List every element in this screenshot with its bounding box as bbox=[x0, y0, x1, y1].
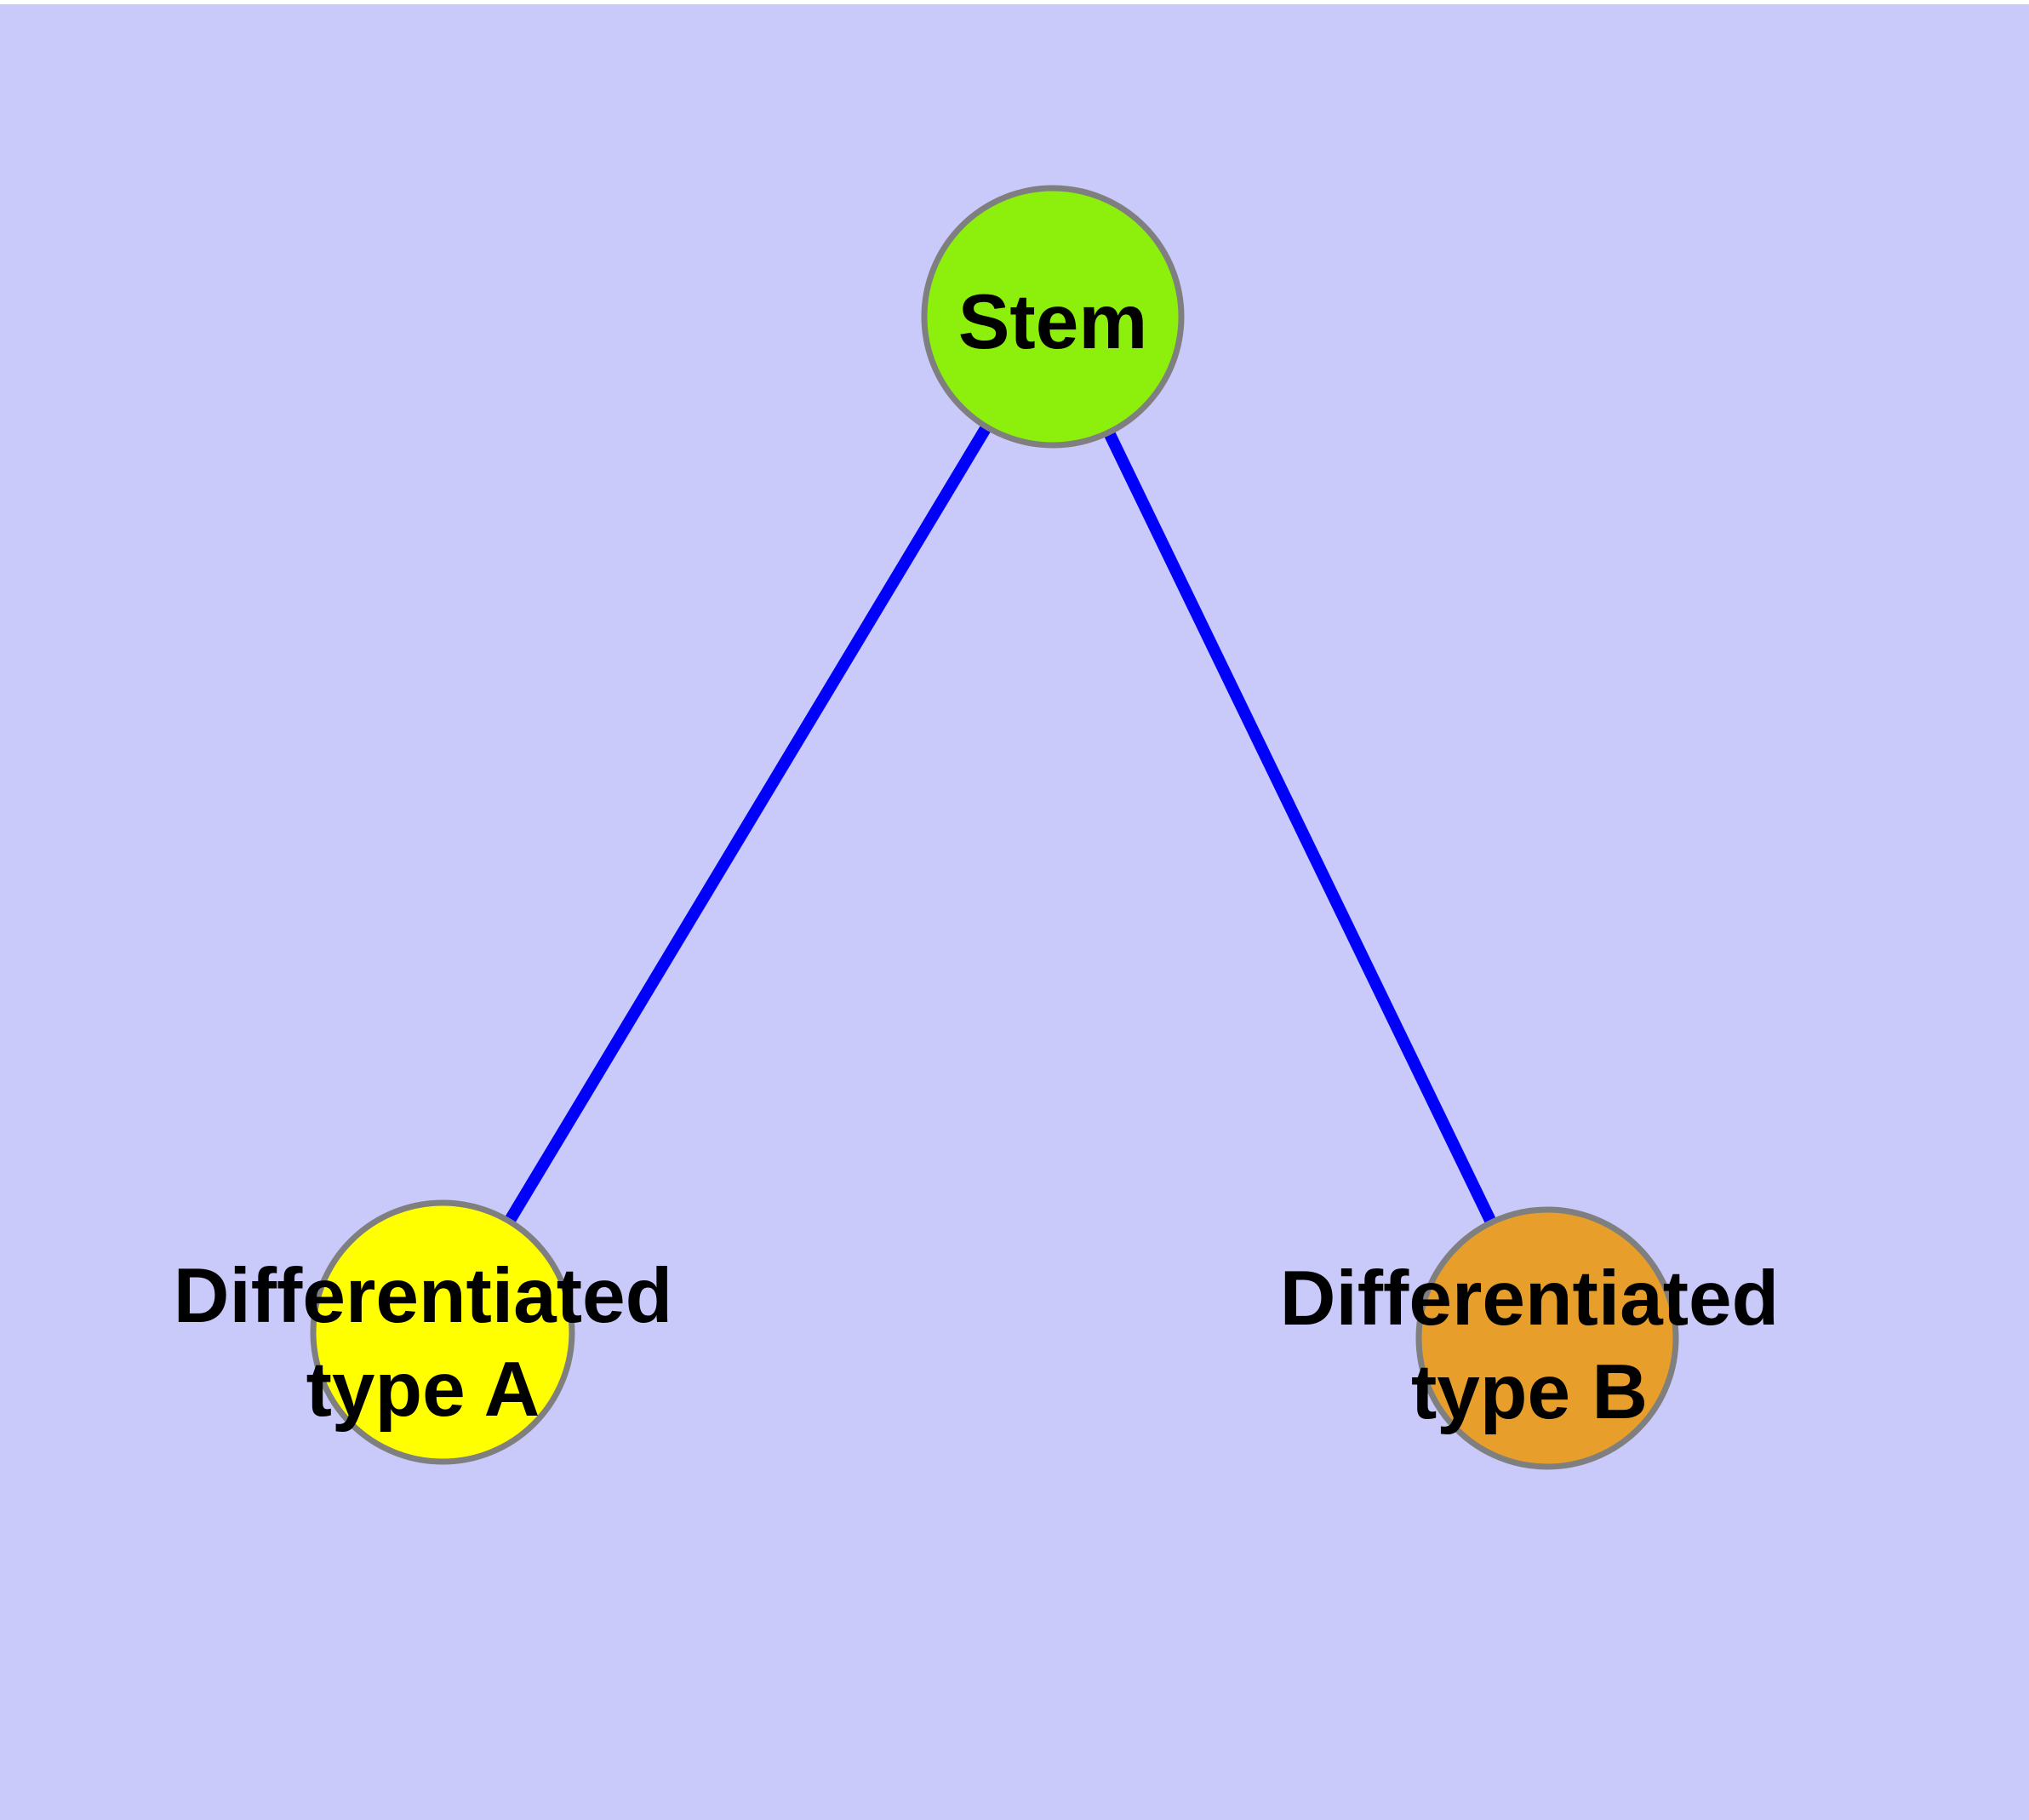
node-stem bbox=[921, 185, 1185, 449]
node-type-a-label-line-2: type A bbox=[306, 1347, 540, 1433]
node-stem-label: Stem bbox=[958, 279, 1148, 365]
top-margin-strip bbox=[0, 0, 2029, 4]
node-type-b-label-line-1: Differentiated bbox=[1280, 1256, 1780, 1342]
edge-stem-to-type-a bbox=[437, 313, 1058, 1336]
edge-stem-to-type-b bbox=[1047, 313, 1553, 1342]
node-differentiated-type-b bbox=[1415, 1206, 1679, 1470]
node-type-a-label-line-1: Differentiated bbox=[174, 1253, 673, 1339]
node-type-b-label-line-2: type B bbox=[1411, 1349, 1648, 1435]
node-differentiated-type-a bbox=[310, 1199, 575, 1465]
